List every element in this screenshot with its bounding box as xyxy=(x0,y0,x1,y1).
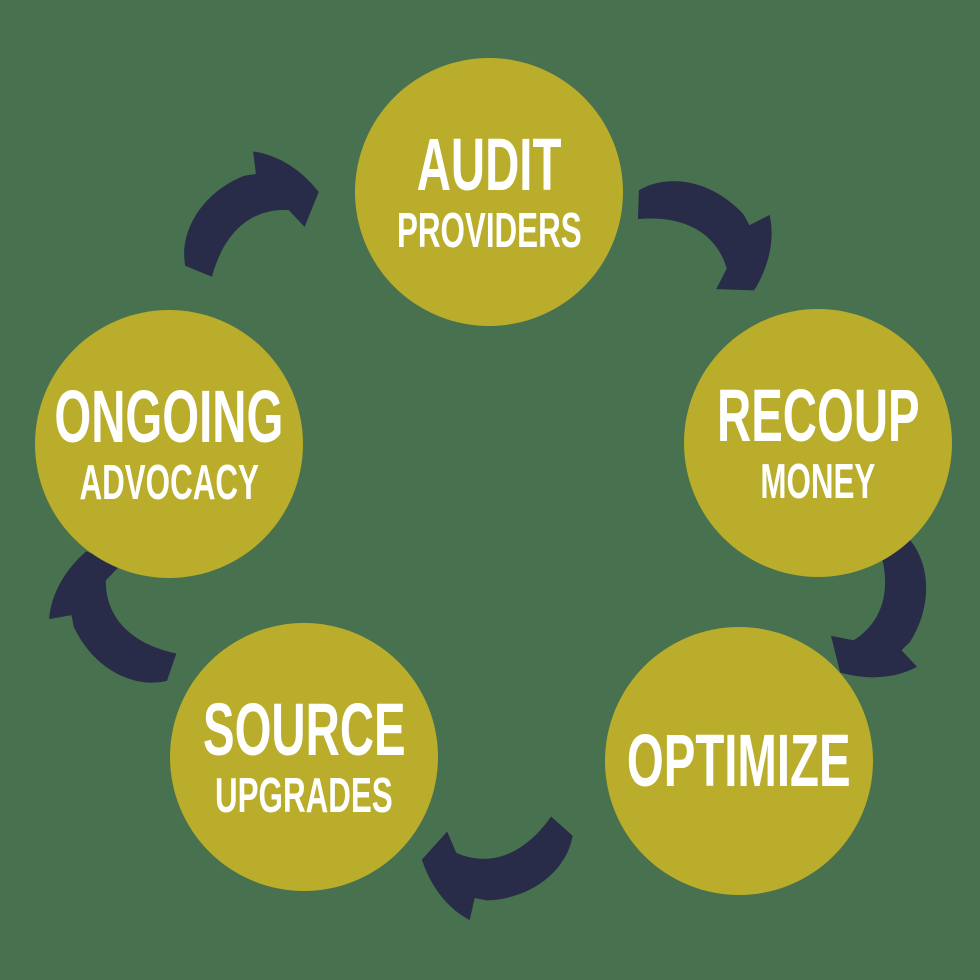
step-circle-optimize: OPTIMIZE xyxy=(605,627,873,895)
curved-arrow-optimize-to-source-icon xyxy=(418,812,584,927)
step-circle-ongoing-advocacy: ONGOING ADVOCACY xyxy=(35,310,303,578)
step-circle-audit-providers: AUDIT PROVIDERS xyxy=(355,58,623,326)
curved-arrow-audit-to-recoup-icon xyxy=(623,139,799,309)
step-label-primary: RECOUP xyxy=(716,374,920,457)
step-label-secondary: PROVIDERS xyxy=(396,204,582,258)
step-label-secondary: UPGRADES xyxy=(215,769,393,823)
step-circle-recoup-money: RECOUP MONEY xyxy=(684,309,952,577)
step-label-primary: ONGOING xyxy=(54,375,284,458)
step-label-secondary: MONEY xyxy=(760,455,876,509)
step-label-primary: SOURCE xyxy=(202,688,406,771)
curved-arrow-ongoing-to-audit-icon xyxy=(152,133,331,287)
step-circle-source-upgrades: SOURCE UPGRADES xyxy=(170,623,438,891)
step-label-secondary: ADVOCACY xyxy=(79,456,259,510)
step-label-primary: AUDIT xyxy=(416,123,562,206)
step-label-primary: OPTIMIZE xyxy=(627,719,851,802)
